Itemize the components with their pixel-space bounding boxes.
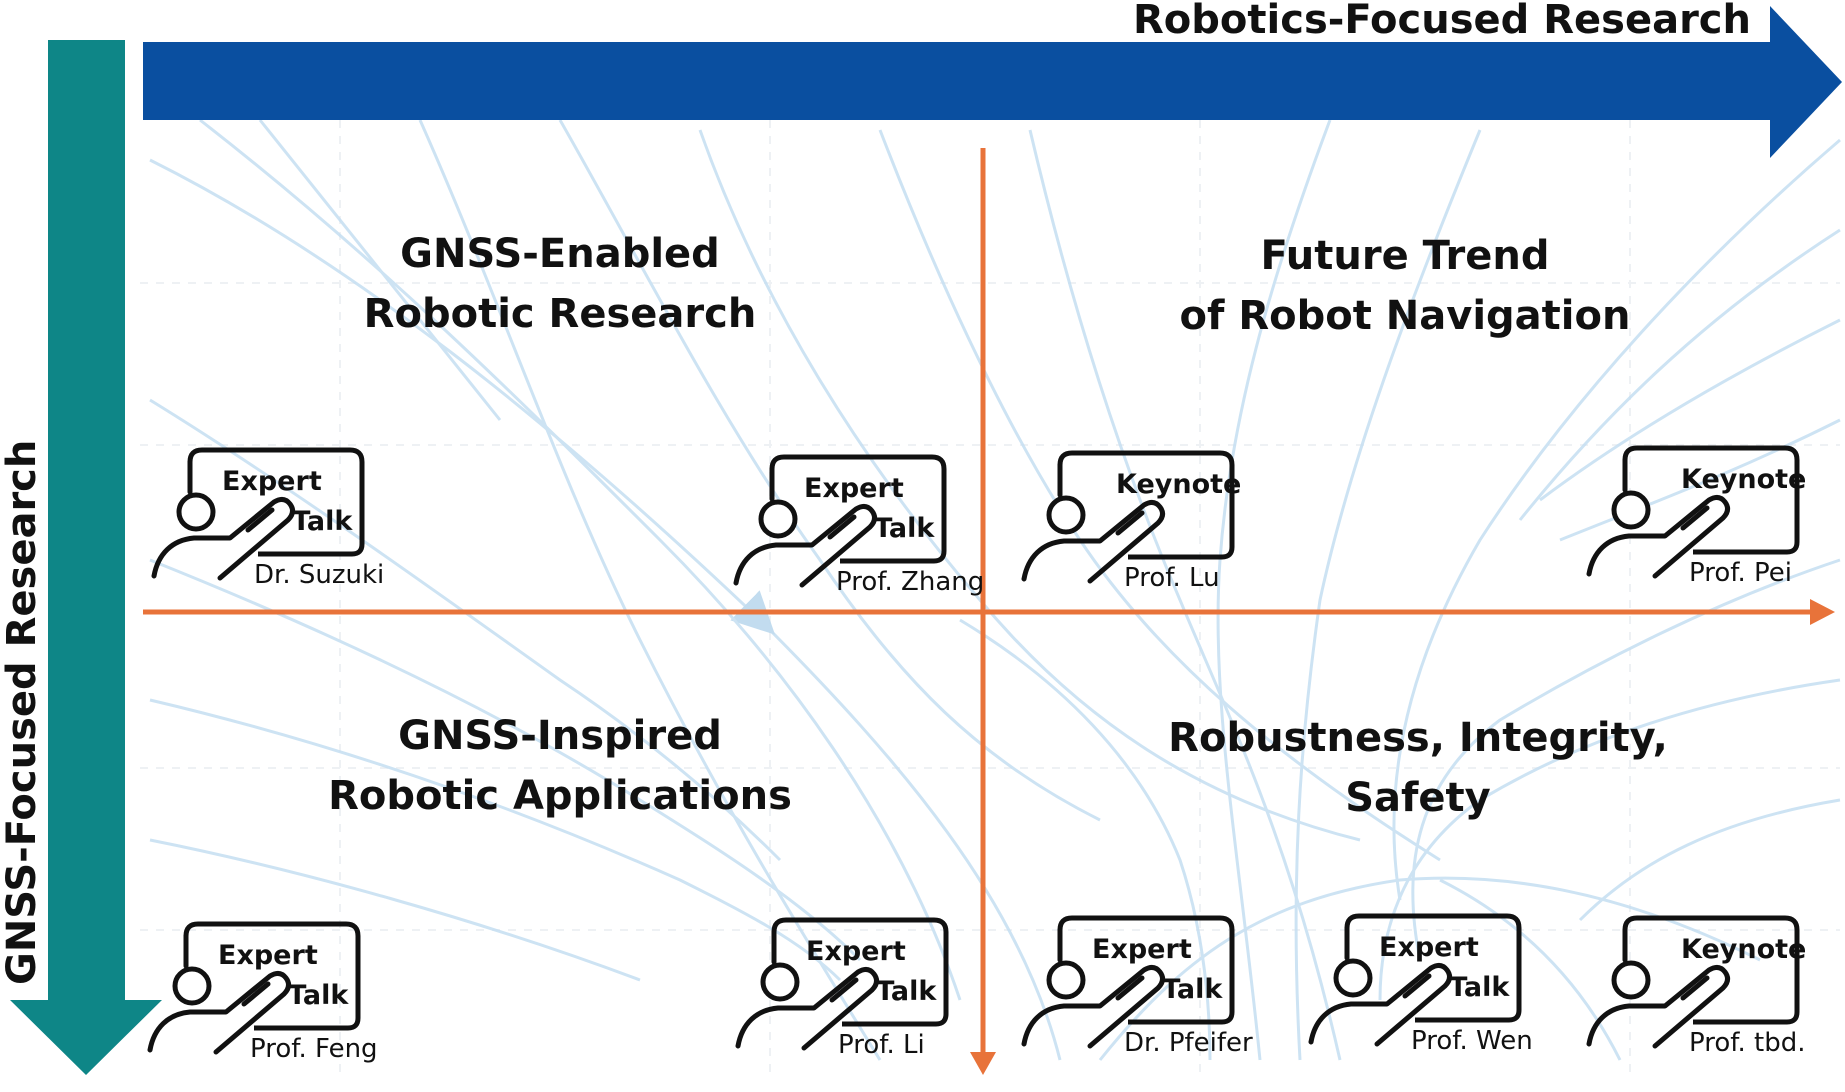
- talk-type-line2: Talk: [1162, 974, 1223, 1005]
- talk-type-line1: Expert: [222, 466, 322, 497]
- speaker-name: Prof. Li: [838, 1030, 925, 1060]
- talk-type-line1: Keynote: [1681, 464, 1807, 495]
- quadrant-title-bottom-left: GNSS-Inspired Robotic Applications: [328, 713, 792, 819]
- talk-card-6: Expert Talk Prof. Li: [734, 917, 954, 1060]
- talk-type-line1: Expert: [804, 473, 904, 504]
- talk-type-line2: Talk: [292, 506, 353, 537]
- presenter-board-icon: [151, 447, 365, 581]
- quadrant-axes: [143, 148, 1835, 1075]
- talk-type-line1: Keynote: [1116, 469, 1242, 500]
- presenter-board-icon: [1021, 450, 1235, 584]
- gnss-axis-label: GNSS-Focused Research: [0, 439, 45, 985]
- robotics-axis-arrow: [143, 6, 1842, 158]
- talk-type-line2: Talk: [876, 976, 937, 1007]
- talk-card-8: Expert Talk Prof. Wen: [1307, 913, 1533, 1056]
- speaker-name: Dr. Suzuki: [254, 560, 385, 590]
- presenter-board-icon: [1586, 445, 1800, 579]
- talk-type-line1: Expert: [1092, 934, 1192, 965]
- talk-type-line2: Talk: [288, 980, 349, 1011]
- presenter-board-icon: [1308, 913, 1522, 1047]
- robotics-axis-label: Robotics-Focused Research: [1127, 0, 1757, 40]
- talk-card-1: Expert Talk Dr. Suzuki: [150, 447, 384, 590]
- talk-type-line2: Talk: [1449, 972, 1510, 1003]
- talk-type-line2: Talk: [874, 513, 935, 544]
- speaker-name: Prof. Pei: [1689, 558, 1793, 588]
- presenter-board-icon: [147, 921, 361, 1055]
- presenter-board-icon: [735, 917, 949, 1051]
- talk-card-9: Keynote Prof. tbd.: [1585, 915, 1807, 1058]
- presenter-board-icon: [733, 454, 947, 588]
- presenter-board-icon: [1021, 915, 1235, 1049]
- quadrant-title-top-left: GNSS-Enabled Robotic Research: [363, 231, 757, 337]
- flow-streamlines: [149, 118, 1841, 1061]
- talk-type-line1: Expert: [1379, 932, 1479, 963]
- speaker-name: Prof. Wen: [1411, 1026, 1533, 1056]
- quadrant-title-top-right: Future Trend of Robot Navigation: [1179, 233, 1631, 339]
- talk-card-7: Expert Talk Dr. Pfeifer: [1020, 915, 1253, 1058]
- speaker-name: Prof. Zhang: [836, 567, 985, 597]
- speaker-name: Prof. Feng: [250, 1034, 378, 1064]
- talk-type-line1: Expert: [806, 936, 906, 967]
- gnss-axis-arrow: [10, 40, 162, 1075]
- talk-type-line1: Expert: [218, 940, 318, 971]
- talk-card-5: Expert Talk Prof. Feng: [146, 921, 378, 1064]
- speaker-name: Prof. tbd.: [1689, 1028, 1806, 1058]
- talk-type-line1: Keynote: [1681, 934, 1807, 965]
- talk-card-4: Keynote Prof. Pei: [1585, 445, 1807, 588]
- talk-card-3: Keynote Prof. Lu: [1020, 450, 1242, 593]
- quadrant-title-bottom-right: Robustness, Integrity, Safety: [1168, 715, 1668, 821]
- background-grid: [140, 120, 1840, 1080]
- talk-card-2: Expert Talk Prof. Zhang: [732, 454, 984, 597]
- presenter-board-icon: [1586, 915, 1800, 1049]
- speaker-name: Dr. Pfeifer: [1124, 1028, 1253, 1058]
- speaker-name: Prof. Lu: [1124, 563, 1220, 593]
